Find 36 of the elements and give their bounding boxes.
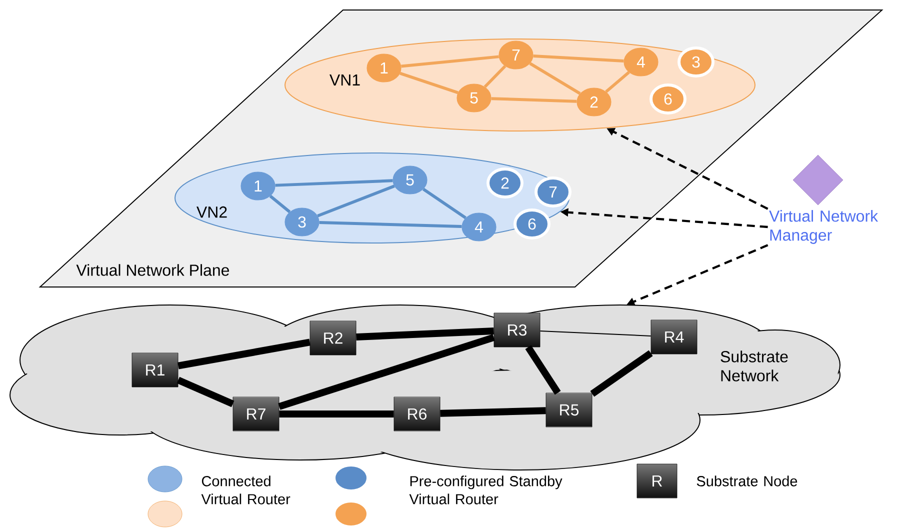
- plane-label: Virtual Network Plane: [76, 264, 230, 276]
- link-line: [484, 65, 506, 88]
- link-line: [400, 72, 458, 94]
- link-line: [590, 350, 653, 397]
- router-box: R7: [232, 396, 280, 432]
- router-box: R5: [546, 392, 592, 428]
- legend-label: Pre-configured Standby Virtual Router: [409, 476, 562, 504]
- router-box: R1: [132, 352, 178, 388]
- router-box: R3: [494, 312, 540, 348]
- link-line: [319, 220, 462, 228]
- link-line: [278, 334, 495, 410]
- router-box: R2: [310, 320, 356, 356]
- link-line: [176, 376, 234, 408]
- link-line: [540, 330, 652, 336]
- link-line: [279, 410, 394, 418]
- router-box: R4: [650, 320, 698, 354]
- link-line: [269, 194, 291, 214]
- link-line: [401, 55, 499, 68]
- link-line: [317, 184, 395, 218]
- legend-label: Substrate Node: [696, 476, 798, 486]
- link-line: [422, 188, 466, 220]
- link-line: [356, 328, 494, 340]
- link-line: [525, 345, 561, 395]
- link-line: [275, 179, 393, 187]
- link-line: [491, 97, 577, 103]
- cloud-label: Substrate Network: [720, 350, 788, 382]
- link-line: [605, 71, 630, 93]
- legend-label: Connected Virtual Router: [201, 476, 290, 504]
- network-label: VN2: [196, 206, 227, 218]
- network-label: VN1: [330, 74, 360, 86]
- link-line: [178, 338, 310, 370]
- link-line: [529, 62, 581, 95]
- manager-label: Virtual Network Manager: [769, 210, 878, 244]
- link-line: [440, 407, 546, 417]
- router-box: R6: [394, 396, 440, 432]
- link-line: [533, 54, 624, 63]
